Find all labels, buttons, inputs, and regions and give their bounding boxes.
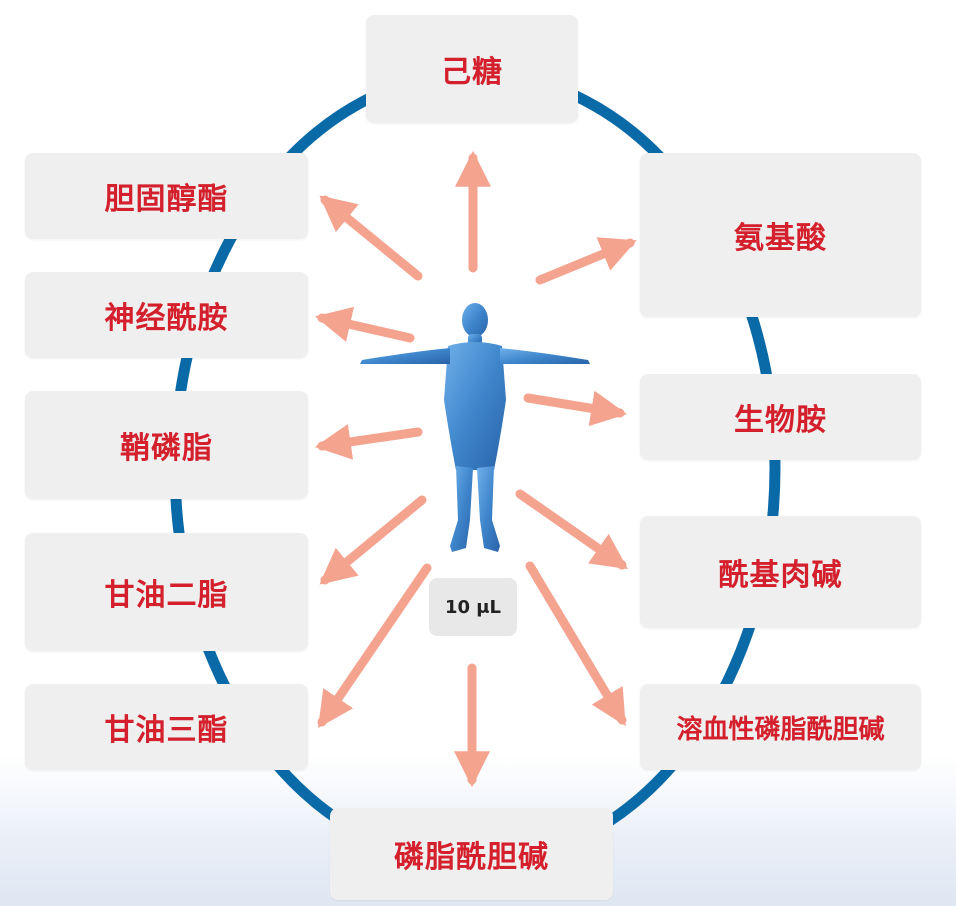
label-sphingomyelin: 鞘磷脂 [120,431,213,466]
arrow-to-biogenic-amine [523,390,628,427]
box-phosphatidylcholine: 磷脂酰胆碱 [330,808,613,900]
box-cholesteryl-ester: 胆固醇酯 [25,153,308,239]
label-diglyceride: 甘油二脂 [104,578,229,613]
label-cholesteryl-ester: 胆固醇酯 [104,182,229,217]
label-hexose: 己糖 [441,55,503,90]
arrow-to-sphingomyelin [314,424,423,460]
box-triglyceride: 甘油三酯 [25,684,308,770]
label-amino-acid: 氨基酸 [734,221,827,256]
arrow-to-cholesteryl-ester [319,195,423,281]
sample-volume-badge: 10 μL [429,578,517,636]
box-amino-acid: 氨基酸 [640,153,921,317]
sample-volume-label: 10 μL [444,596,502,618]
arrow-to-diglyceride [319,495,427,585]
box-sphingomyelin: 鞘磷脂 [25,391,308,499]
arrow-to-acylcarnitine [515,489,628,570]
box-acylcarnitine: 酰基肉碱 [640,516,921,628]
box-diglyceride: 甘油二脂 [25,533,308,651]
arrow-to-ceramide [314,306,415,343]
box-ceramide: 神经酰胺 [25,272,308,358]
label-triglyceride: 甘油三酯 [104,713,229,748]
box-hexose: 己糖 [366,15,578,123]
arrow-to-lysophosphatidylcholine [525,561,627,727]
arrows [314,150,637,788]
box-lysophosphatidylcholine: 溶血性磷脂酰胆碱 [640,684,921,770]
label-lysophosphatidylcholine: 溶血性磷脂酰胆碱 [676,714,885,745]
label-acylcarnitine: 酰基肉碱 [718,558,843,593]
label-biogenic-amine: 生物胺 [734,403,827,438]
label-ceramide: 神经酰胺 [104,301,229,336]
human-body-icon [360,303,590,552]
arrow-to-triglyceride [317,563,432,728]
box-biogenic-amine: 生物胺 [640,374,921,460]
arrow-to-amino-acid [535,237,637,285]
label-phosphatidylcholine: 磷脂酰胆碱 [394,840,549,875]
